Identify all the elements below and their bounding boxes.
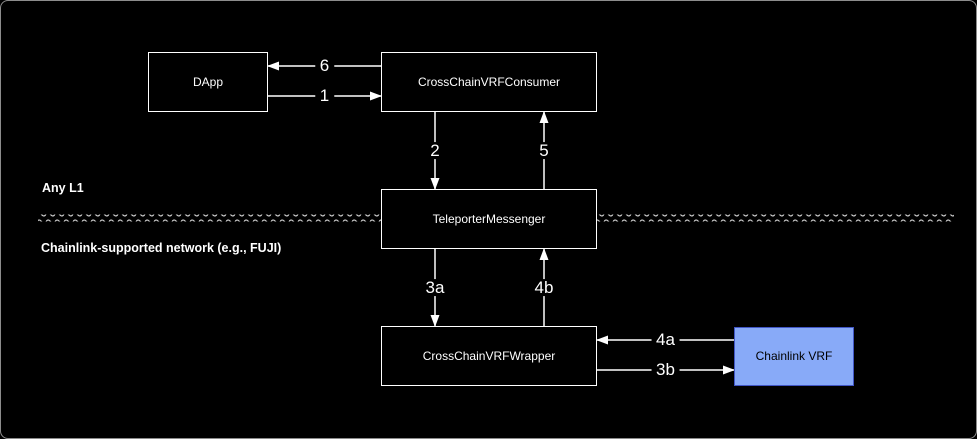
zone-label-any-l1: Any L1 xyxy=(42,181,84,195)
edge-label-6: 6 xyxy=(314,57,335,75)
edge-label-3a: 3a xyxy=(420,278,450,297)
zone-label-chainlink-network: Chainlink-supported network (e.g., FUJI) xyxy=(41,241,282,255)
edge-label-3b: 3b xyxy=(651,361,680,379)
node-consumer: CrossChainVRFConsumer xyxy=(381,52,597,112)
edge-label-1: 1 xyxy=(314,87,335,105)
edge-label-4a: 4a xyxy=(651,331,680,349)
edge-label-4b: 4b xyxy=(529,278,559,297)
node-chainlink-vrf: Chainlink VRF xyxy=(734,327,854,386)
node-teleporter: TeleporterMessenger xyxy=(381,189,597,249)
edge-label-5: 5 xyxy=(534,141,554,160)
node-dapp: DApp xyxy=(148,52,268,112)
edge-label-2: 2 xyxy=(425,141,445,160)
node-wrapper: CrossChainVRFWrapper xyxy=(381,326,597,386)
